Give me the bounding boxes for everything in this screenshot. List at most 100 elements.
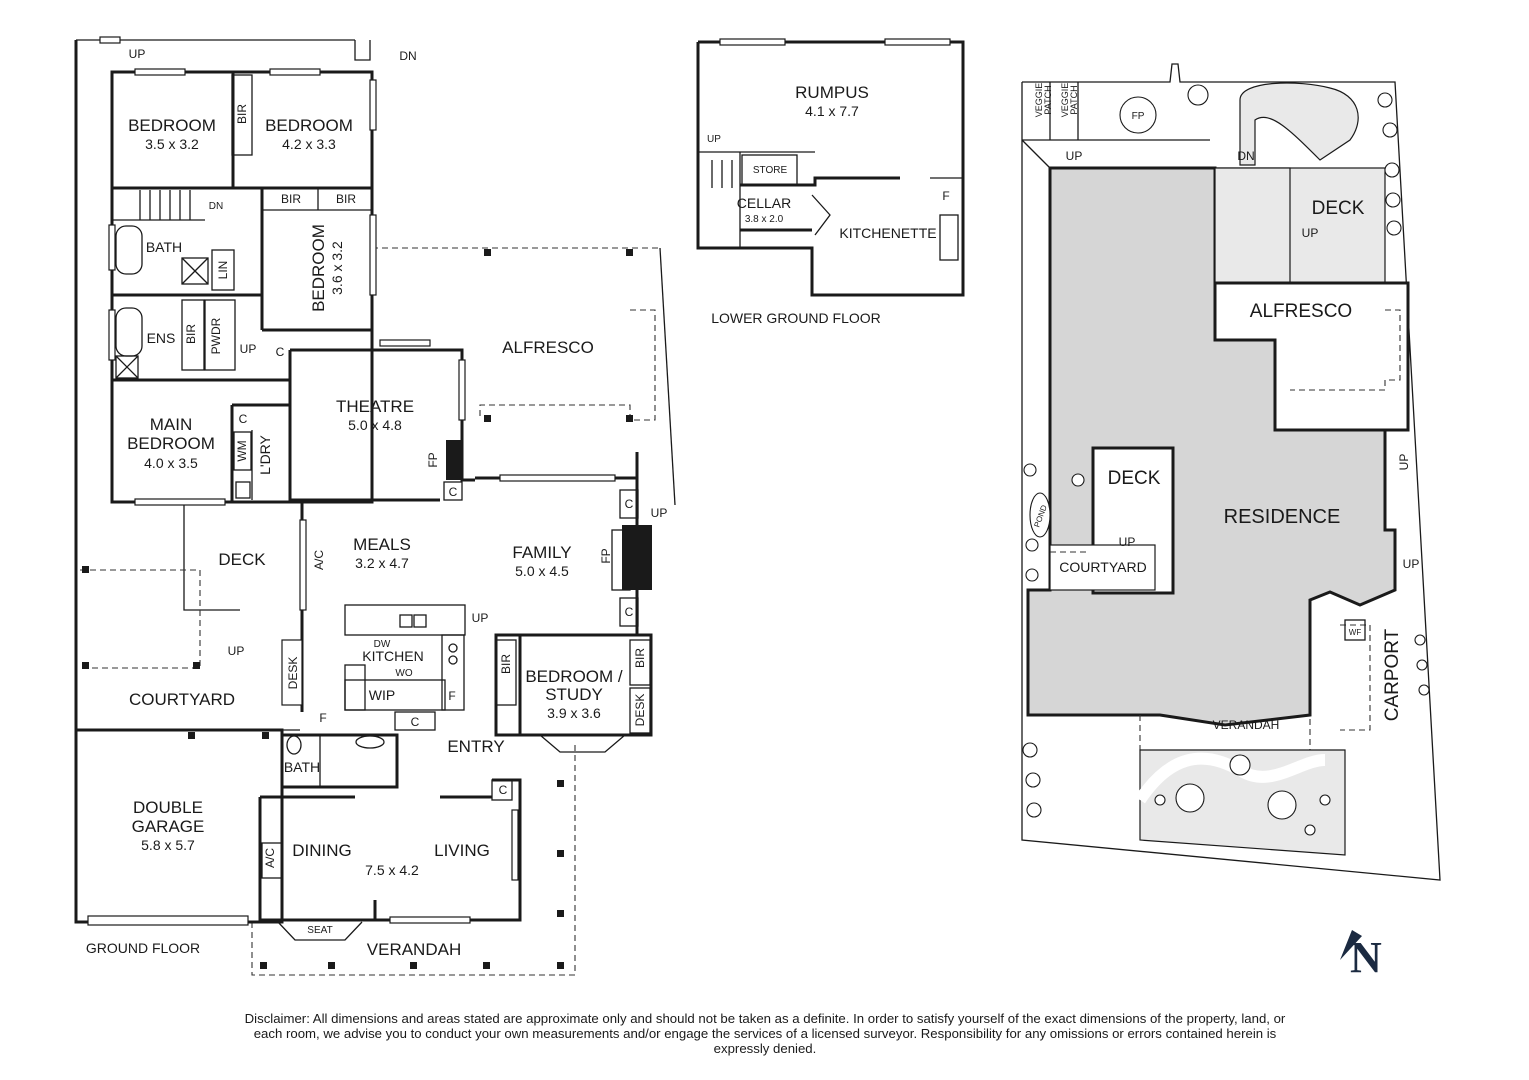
room-size: 3.5 x 3.2 — [145, 136, 199, 152]
ac-label: A/C — [263, 848, 277, 868]
fireplace-label: FP — [599, 548, 613, 563]
kitchen-fixtures — [344, 604, 466, 731]
north-arrow-label: N — [1350, 933, 1382, 982]
room-name: BEDROOM — [128, 116, 216, 135]
bath-label: BATH — [146, 239, 182, 255]
room-name: CELLAR — [737, 195, 791, 211]
room-size: 7.5 x 4.2 — [365, 862, 419, 878]
stair-up-label: UP — [651, 506, 668, 520]
stair-up-label: UP — [1302, 226, 1319, 240]
room-name: BEDROOM — [309, 224, 328, 312]
stair-down-label: DN — [1237, 149, 1254, 163]
room-size: 4.0 x 3.5 — [144, 455, 198, 471]
room-name: BEDROOM — [265, 116, 353, 135]
fireplace-label: FP — [1132, 111, 1145, 122]
room-size: 4.2 x 3.3 — [282, 136, 336, 152]
site-plan-labels: RESIDENCE DECK DECK ALFRESCO COURTYARD V… — [1032, 83, 1419, 732]
room-name: MAIN — [150, 415, 193, 434]
carport-label: CARPORT — [1382, 628, 1403, 721]
verandah-label: VERANDAH — [1213, 718, 1280, 732]
site-plan — [1021, 63, 1441, 881]
stair-up-label: UP — [228, 644, 245, 658]
room-size: 5.0 x 4.5 — [515, 563, 569, 579]
room-name: BEDROOM / — [525, 667, 623, 686]
room-name: THEATRE — [336, 397, 414, 416]
room-name: DOUBLE — [133, 798, 203, 817]
stair-up-label: UP — [129, 47, 146, 61]
room-name: LIVING — [434, 841, 490, 860]
stair-up-label: UP — [240, 342, 257, 356]
veggie-patch-label: VEGGIE — [1060, 83, 1070, 118]
room-size: 5.0 x 4.8 — [348, 417, 402, 433]
bir-label: BIR — [235, 104, 249, 124]
room-name: KITCHENETTE — [839, 225, 936, 241]
stair-down-label: DN — [399, 49, 416, 63]
room-name: BEDROOM — [127, 434, 215, 453]
cupboard-label: C — [625, 605, 634, 619]
verandah-label: VERANDAH — [367, 940, 461, 959]
lower-ground-floor-plan — [696, 38, 965, 297]
wall-oven-label: WO — [395, 668, 412, 679]
alfresco-label: ALFRESCO — [1250, 301, 1352, 322]
wm-label: WM — [235, 440, 249, 461]
stair-up-label: UP — [1403, 557, 1420, 571]
desk-label: DESK — [286, 657, 300, 690]
ground-floor-labels: BEDROOM 3.5 x 3.2 BEDROOM 4.2 x 3.3 BEDR… — [86, 47, 668, 959]
fridge-label: F — [942, 189, 949, 203]
room-name: STUDY — [545, 685, 603, 704]
lower-ground-floor-title: LOWER GROUND FLOOR — [711, 310, 881, 326]
disclaimer: Disclaimer: All dimensions and areas sta… — [244, 1011, 1286, 1056]
room-name: FAMILY — [512, 543, 571, 562]
kitchen-label: KITCHEN — [362, 648, 423, 664]
site-trees — [1022, 84, 1430, 836]
cupboard-label: C — [449, 485, 458, 499]
bath-label: BATH — [284, 759, 320, 775]
room-name: STORE — [753, 165, 788, 176]
ac-label: A/C — [312, 550, 326, 570]
ground-floor-plan — [74, 36, 676, 976]
veggie-patch-label: PATCH — [1069, 85, 1079, 114]
desk-label: DESK — [633, 694, 647, 727]
north-arrow-icon — [1340, 930, 1362, 960]
dishwasher-label: DW — [374, 639, 391, 650]
room-name: GARAGE — [132, 817, 205, 836]
room-name: MEALS — [353, 535, 411, 554]
residence-label: RESIDENCE — [1224, 506, 1341, 528]
deck-label: DECK — [1108, 468, 1161, 489]
water-feature-label: WF — [1349, 628, 1362, 637]
lower-ground-floor-labels: RUMPUS 4.1 x 7.7 CELLAR 3.8 x 2.0 KITCHE… — [707, 83, 950, 326]
room-size: 3.9 x 3.6 — [547, 705, 601, 721]
room-size: 3.8 x 2.0 — [745, 214, 784, 225]
bir-label: BIR — [281, 192, 301, 206]
bir-label: BIR — [499, 654, 513, 674]
ens-label: ENS — [147, 330, 176, 346]
room-size: 3.6 x 3.2 — [329, 241, 345, 295]
ground-floor-title: GROUND FLOOR — [86, 940, 200, 956]
room-name: DINING — [292, 841, 352, 860]
cupboard-label: C — [276, 345, 285, 359]
alfresco-label: ALFRESCO — [502, 338, 594, 357]
cupboard-label: C — [411, 715, 420, 729]
pwdr-label: PWDR — [209, 317, 223, 354]
cupboard-label: C — [239, 412, 248, 426]
veggie-patch-label: PATCH — [1043, 85, 1053, 114]
room-name: RUMPUS — [795, 83, 869, 102]
stair-up-label: UP — [472, 611, 489, 625]
veggie-patch-label: VEGGIE — [1034, 83, 1044, 118]
room-size: 4.1 x 7.7 — [805, 103, 859, 119]
deck-label: DECK — [1312, 198, 1365, 219]
entry-label: ENTRY — [447, 737, 504, 756]
cupboard-label: C — [499, 783, 508, 797]
hall-stairs — [112, 190, 205, 221]
fireplace-label: FP — [426, 452, 440, 467]
stair-up-label: UP — [707, 134, 721, 145]
fridge-label: F — [448, 689, 455, 703]
stair-up-label: UP — [1066, 149, 1083, 163]
deck-label: DECK — [218, 550, 266, 569]
bir-label: BIR — [633, 648, 647, 668]
seat-label: SEAT — [307, 925, 332, 936]
stair-up-label: UP — [1119, 535, 1136, 549]
laundry-label: L'DRY — [257, 434, 273, 474]
bir-label: BIR — [336, 192, 356, 206]
